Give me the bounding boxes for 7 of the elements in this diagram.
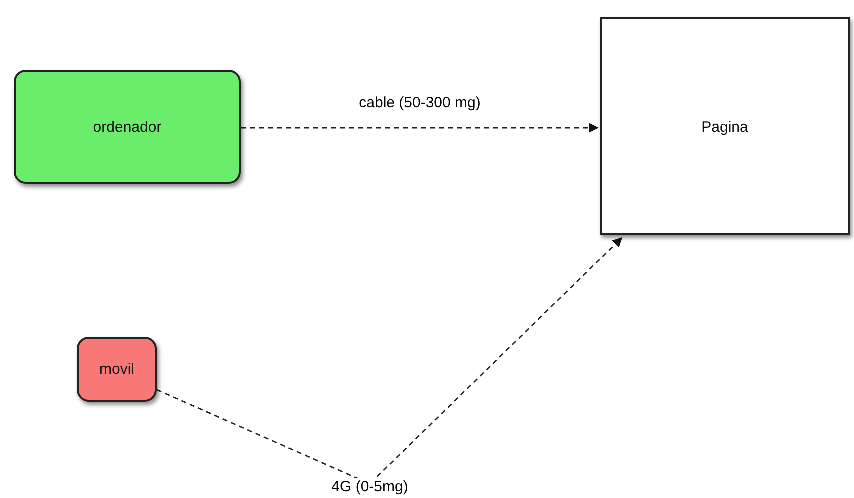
node-label: ordenador <box>93 118 162 136</box>
dashed-arrow <box>241 123 599 133</box>
process-box <box>600 17 850 235</box>
rounded-box <box>14 70 241 184</box>
node-label: movil <box>99 361 134 378</box>
rounded-box <box>77 337 157 402</box>
node-label: Pagina <box>702 119 748 136</box>
